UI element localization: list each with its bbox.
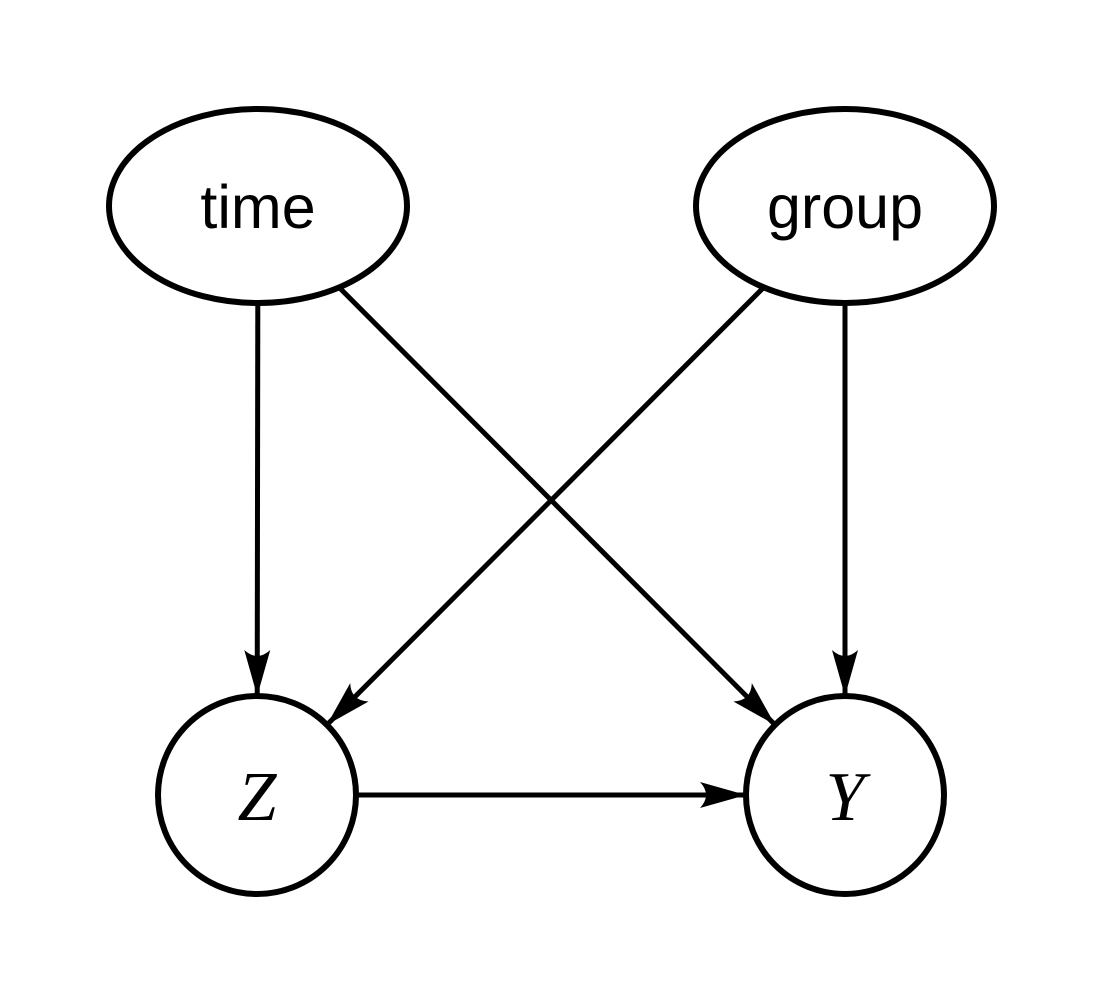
node-shape-Y	[743, 693, 947, 897]
edge-time-to-Y	[337, 285, 777, 727]
node-shape-Z	[155, 693, 359, 897]
node-label-Y: Y	[826, 759, 872, 836]
node-shape-time	[106, 106, 410, 306]
node-label-Z: Z	[238, 759, 278, 836]
edge-time-to-Z	[244, 302, 271, 697]
node-label-time: time	[200, 173, 315, 241]
edge-group-to-Z	[325, 285, 766, 727]
node-label-group: group	[767, 173, 923, 241]
node-shape-group	[693, 106, 997, 306]
